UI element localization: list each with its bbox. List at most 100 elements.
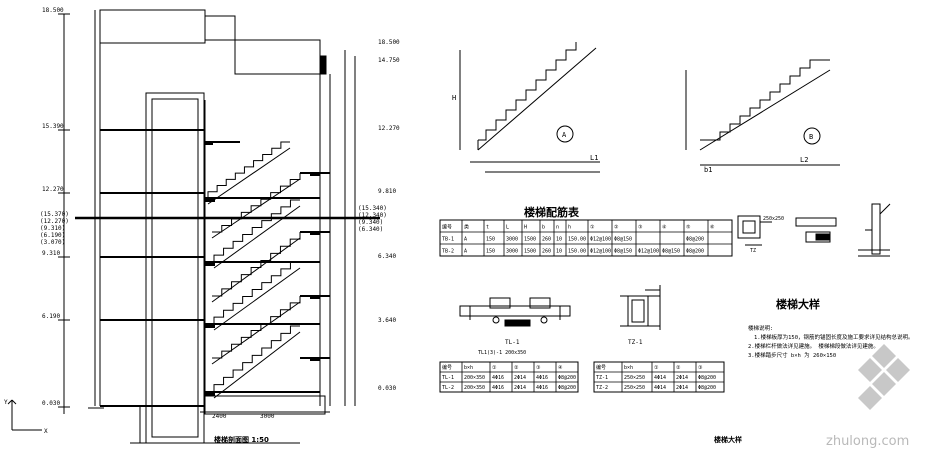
dim-l2: L2 [800,156,808,164]
tz-table-header: 编号 [596,364,606,371]
floor-stack-label: (12.270) [40,218,69,225]
notes-heading: 楼梯说明: [748,324,773,332]
column-size: 250x250 [763,216,784,222]
rebar-table-cell: 260 [542,236,551,242]
elevation-label: 12.270 [42,186,64,193]
tl-table-header: ① [492,365,497,371]
tl-table-header: ③ [536,365,541,371]
bottom-dim: 2400 [212,413,227,420]
column-details [737,203,891,257]
tl-table-cell: TL-1 [442,375,454,381]
tz-table-cell: 250×250 [624,375,645,381]
stair-slab [211,301,301,365]
elevation-label: 0.030 [42,400,60,407]
elevation-right: 18.500 [378,39,400,46]
tz-table-cell: Φ8@200 [698,385,716,391]
notes-line: 3.楼梯踏步尺寸 b×h 为 260×150 [748,351,836,359]
rebar-table-cell: 1500 [524,236,536,242]
rebar-table-header: h [568,224,571,230]
rebar-table-header: ② [614,224,619,230]
tz-table-cell: TZ-1 [596,375,608,381]
tz-table-header: ② [676,365,681,371]
tz-table-header: ① [654,365,659,371]
section-caption: 楼梯剖面图 1:50 [214,435,269,444]
elevation-right: 9.810 [378,188,396,195]
elevation-label: 15.390 [42,123,64,130]
rebar-table-cell: Φ12@100 [590,248,611,254]
tl-table-header: b×h [464,365,473,371]
stair-flight [213,261,300,324]
rebar-table-cell: Φ8@150 [614,236,632,242]
rebar-table-header: H [524,224,527,230]
stair-slab [213,205,301,269]
floor-stack-label: (3.070) [40,239,65,246]
rebar-table-cell: Φ12@100 [638,248,659,254]
axis-x-label: X [44,428,48,435]
bottom-dim: 3000 [260,413,275,420]
rebar-table-cell: Φ8@200 [686,248,704,254]
rebar-table-header: t [486,224,489,230]
rebar-table-cell: Φ8@150 [614,248,632,254]
rebar-table-header: ⑥ [710,224,715,230]
tz-table-cell: 2Φ14 [676,375,688,381]
stair-flight [212,232,301,297]
floor-stack-label: (15.370) [40,211,69,218]
elevation-label: 18.500 [42,7,64,14]
axis-y-label: Y [4,399,8,406]
right-stack: (15.340) [358,205,387,212]
tz-table-cell: 4Φ14 [654,375,666,381]
tz-table-cell: Φ8@200 [698,375,716,381]
rebar-table-cell: 150.00 [568,248,586,254]
stair-slab [207,147,291,205]
stair-flight [213,199,300,262]
watermark-logo-icon [858,344,910,410]
tl-table-cell: 4Φ16 [536,375,548,381]
rebar-table-header: ① [590,224,595,230]
tl-table-cell: Φ8@200 [558,375,576,381]
tl-table-header: ② [514,365,519,371]
elevation-right: 14.750 [378,57,400,64]
stair-slab [211,237,301,303]
tz-table-cell: TZ-2 [596,385,608,391]
beam-tl-detail [459,297,571,327]
detail-b-label: B [809,133,813,141]
stair-flight [212,296,301,359]
rebar-table-header: ③ [638,224,643,230]
floor-stack-label: (6.190) [40,232,65,239]
right-stack: (9.340) [358,219,383,226]
stair-slab [213,267,301,331]
rebar-table-cell: 1500 [524,248,536,254]
rebar-table-cell: 260 [542,248,551,254]
stair-detail-b [685,59,840,166]
tl-table-header: 编号 [442,364,452,371]
stair-section [7,9,380,444]
elevation-right: 3.640 [378,317,396,324]
tl-table-cell: 200×350 [464,375,485,381]
rebar-table-cell: Φ12@100 [590,236,611,242]
rebar-table-cell: A [464,236,467,242]
rebar-table-cell: Φ8@150 [662,248,680,254]
elevation-label: 9.310 [42,250,60,257]
rebar-table-cell: 150 [486,236,495,242]
dim-b1: b1 [704,166,712,174]
notes-title: 楼梯大样 [776,297,820,311]
rebar-table-cell: 150 [486,248,495,254]
tl-table-cell: 2Φ14 [514,375,526,381]
tz-table-cell: 250×250 [624,385,645,391]
elevation-right: 0.030 [378,385,396,392]
rebar-table-cell: TB-2 [442,248,454,254]
stair-flights [207,141,301,399]
tl-table-cell: 2Φ14 [514,385,526,391]
elevation-label: 6.190 [42,313,60,320]
beam-tl-label: TL-1 [505,339,520,346]
tz-table-cell: 2Φ14 [676,385,688,391]
rebar-table-cell: 3000 [506,236,518,242]
dim-h: H [452,94,456,102]
right-stack: (12.340) [358,212,387,219]
rebar-table-cell: 10 [556,236,562,242]
tl-table-cell: 4Φ16 [536,385,548,391]
beam-tz-label: TZ-1 [628,339,643,346]
notes-bottom-label: 楼梯大样 [714,435,742,444]
